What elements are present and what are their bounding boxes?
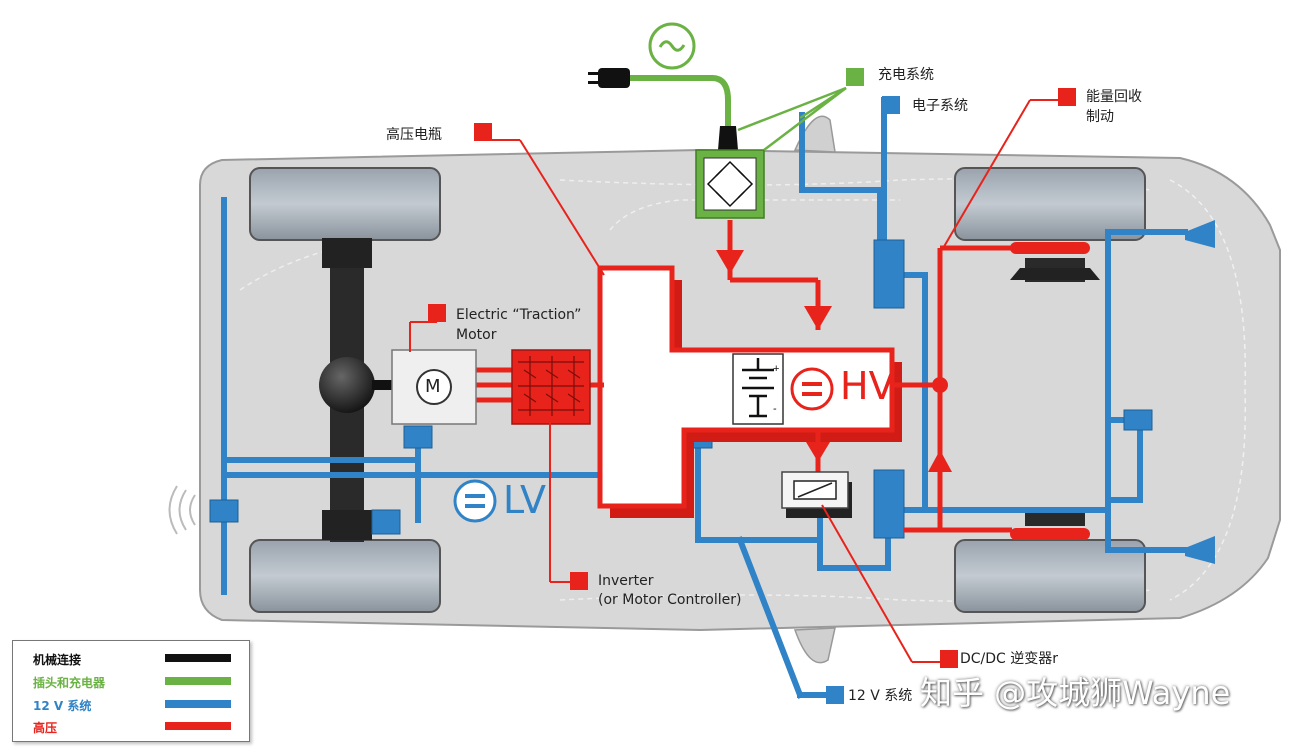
label-regen-braking-2: 制动 (1086, 109, 1114, 125)
charge-inlet (718, 126, 738, 150)
lv-equal-icon (453, 479, 497, 523)
label-marker-blue (882, 96, 900, 114)
arrow-up-icon (928, 450, 952, 472)
body-contour (559, 589, 1151, 602)
dcdc-symbol-slash (797, 482, 833, 498)
ac-wave (658, 40, 686, 52)
sound-wave-icon (168, 485, 196, 535)
legend-label-12v: 12 V 系统 (33, 699, 92, 713)
arrow-down-icon (716, 250, 744, 274)
lv-connector (1123, 409, 1153, 431)
watermark: 知乎 @攻城狮Wayne (920, 674, 1231, 712)
legend-swatch-mechanical (165, 654, 231, 662)
label-charging-system: 充电系统 (878, 67, 934, 83)
axle-hub-top (322, 238, 372, 268)
motor-symbol: M (425, 376, 441, 397)
lv-wiring (221, 97, 1188, 699)
charging-leader-lines (737, 86, 847, 151)
label-dcdc: DC/DC 逆变器r (960, 651, 1059, 667)
label-marker-red (428, 304, 446, 322)
battery-minus: - (773, 403, 777, 415)
label-inverter-1: Inverter (598, 573, 654, 589)
arrow-down-icon (806, 442, 830, 462)
label-electronic-system: 电子系统 (912, 98, 968, 114)
charging-cable (630, 75, 731, 128)
label-hv-battery: 高压电瓶 (386, 127, 442, 143)
tire-front-top (954, 167, 1146, 241)
hv-junction (932, 377, 948, 393)
battery-icon (742, 358, 774, 418)
hv-equal-icon (790, 367, 834, 411)
drive-shaft (372, 380, 398, 390)
label-marker-red (940, 650, 958, 668)
label-traction-motor-1: Electric “Traction” (456, 307, 582, 323)
inverter (511, 349, 591, 425)
lv-connector (209, 499, 239, 523)
hv-equal-bar (802, 392, 822, 396)
body-contour (1169, 179, 1247, 601)
side-mirror-bottom (793, 627, 836, 664)
plug-icon (588, 68, 630, 88)
body-contour (559, 178, 1151, 191)
speaker-top-icon (1185, 220, 1215, 248)
differential (319, 357, 375, 413)
lv-equal-bar (465, 504, 485, 508)
brake-caliper-bottom (1025, 510, 1085, 526)
label-regen-braking-1: 能量回收 (1086, 89, 1142, 105)
label-marker-red (474, 123, 492, 141)
legend-label-hv: 高压 (33, 721, 58, 735)
motor-symbol-circle (416, 369, 452, 405)
legend-swatch-charging (165, 677, 231, 685)
brake-disc-bottom (1010, 528, 1090, 540)
legend-label-charging: 插头和充电器 (33, 676, 106, 690)
label-marker-green (846, 68, 864, 86)
legend-swatch-hv (165, 722, 231, 730)
rectifier-inner (703, 157, 757, 211)
hv-equal-bar (802, 382, 822, 386)
legend-swatch-12v (165, 700, 231, 708)
electronic-module-bottom (873, 469, 905, 539)
body-contour (609, 199, 900, 231)
bridge-rectifier-icon (706, 160, 754, 208)
battery-plus: + (773, 363, 779, 375)
axle-hub-bottom (322, 510, 372, 540)
lv-connector (403, 425, 433, 449)
speaker-bottom-icon (1185, 536, 1215, 564)
brake-caliper-top (1010, 258, 1100, 282)
electronic-module-top (873, 239, 905, 309)
label-marker-red (1058, 88, 1076, 106)
lv-connector (371, 509, 401, 535)
tire-rear-top (249, 167, 441, 241)
label-marker-blue (826, 686, 844, 704)
hv-label: HV (840, 364, 895, 408)
legend-label-mechanical: 机械连接 (33, 653, 82, 667)
inverter-circuit-icon (518, 356, 584, 416)
label-inverter-2: (or Motor Controller) (598, 592, 742, 608)
legend: 机械连接 插头和充电器 12 V 系统 高压 (12, 640, 250, 742)
arrow-down-icon (804, 306, 832, 330)
tire-rear-bottom (249, 539, 441, 613)
lv-label: LV (503, 478, 546, 522)
label-traction-motor-2: Motor (456, 327, 497, 343)
label-12v-system: 12 V 系统 (848, 688, 913, 704)
label-marker-red (570, 572, 588, 590)
brake-disc-top (1010, 242, 1090, 254)
lv-equal-bar (465, 494, 485, 498)
body-contour (239, 239, 381, 291)
